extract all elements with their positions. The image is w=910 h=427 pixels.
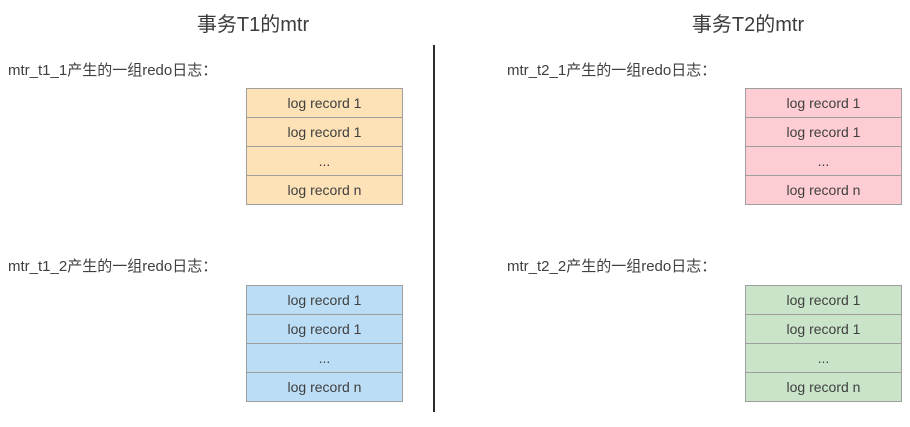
log-record-row: log record 1 <box>287 95 362 111</box>
log-record-row-ellipsis: ... <box>247 343 402 372</box>
log-record-row: log record 1 <box>746 314 901 343</box>
log-record-row: log record 1 <box>247 314 402 343</box>
log-record-row-ellipsis: ... <box>746 146 901 175</box>
log-record-row-ellipsis: ... <box>247 146 402 175</box>
log-record-row: log record 1 <box>786 95 861 111</box>
panel-title-t1: 事务T1的mtr <box>196 14 310 36</box>
log-record-table-t1-2: log record 1 log record 1 ... log record… <box>246 285 403 402</box>
log-record-row: log record 1 <box>786 292 861 308</box>
log-record-row: log record 1 <box>287 292 362 308</box>
log-record-table-t2-1: log record 1 log record 1 ... log record… <box>745 88 902 205</box>
group-label-mtr-t2-1: mtr_t2_1产生的一组redo日志： <box>507 62 717 79</box>
panel-title-t2: 事务T2的mtr <box>691 14 805 36</box>
log-record-row: log record n <box>247 372 402 401</box>
log-record-row: log record n <box>746 175 901 204</box>
log-record-row: log record 1 <box>247 117 402 146</box>
log-record-row: log record n <box>746 372 901 401</box>
log-record-row-ellipsis: ... <box>746 343 901 372</box>
log-record-row: log record n <box>247 175 402 204</box>
group-label-mtr-t1-1: mtr_t1_1产生的一组redo日志： <box>8 62 218 79</box>
panel-divider <box>433 45 435 412</box>
log-record-row: log record 1 <box>746 117 901 146</box>
log-record-table-t2-2: log record 1 log record 1 ... log record… <box>745 285 902 402</box>
log-record-table-t1-1: log record 1 log record 1 ... log record… <box>246 88 403 205</box>
group-label-mtr-t1-2: mtr_t1_2产生的一组redo日志： <box>8 258 218 275</box>
group-label-mtr-t2-2: mtr_t2_2产生的一组redo日志： <box>507 258 717 275</box>
